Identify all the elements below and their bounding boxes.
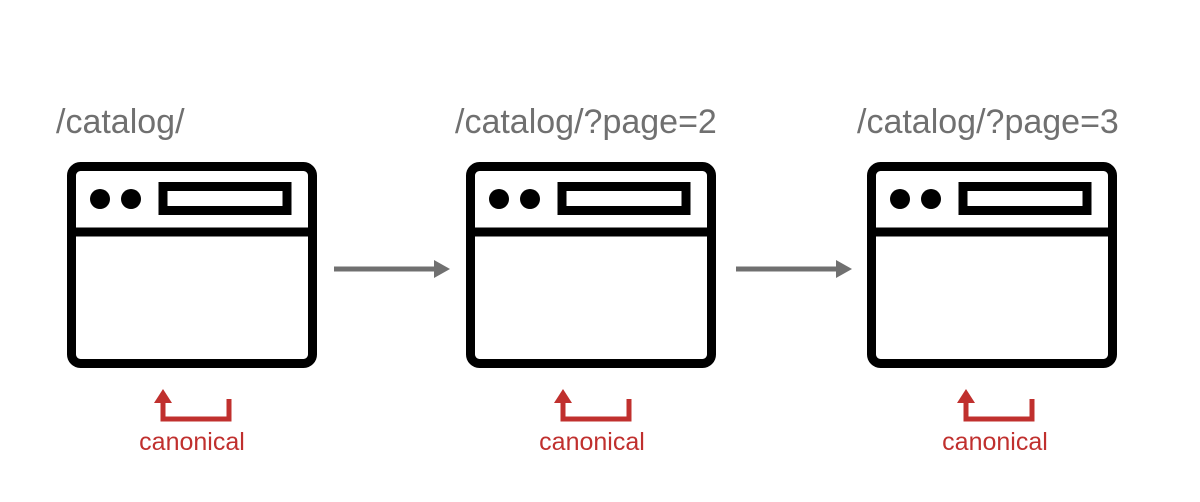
page-2-url: /catalog/?page=2 <box>455 103 717 141</box>
page-3-url: /catalog/?page=3 <box>857 103 1119 141</box>
browser-window-icon <box>867 162 1117 368</box>
canonical-arrow-icon <box>957 389 1035 422</box>
canonical-arrow-icon <box>154 389 232 422</box>
arrow-right-icon <box>334 260 450 278</box>
page-1-url: /catalog/ <box>56 103 185 141</box>
arrow-right-icon <box>736 260 852 278</box>
page-1-canonical-label: canonical <box>139 428 245 456</box>
browser-window-icon <box>67 162 317 368</box>
browser-window-icon <box>466 162 716 368</box>
canonical-arrow-icon <box>554 389 632 422</box>
page-2-canonical-label: canonical <box>539 428 645 456</box>
page-3-canonical-label: canonical <box>942 428 1048 456</box>
